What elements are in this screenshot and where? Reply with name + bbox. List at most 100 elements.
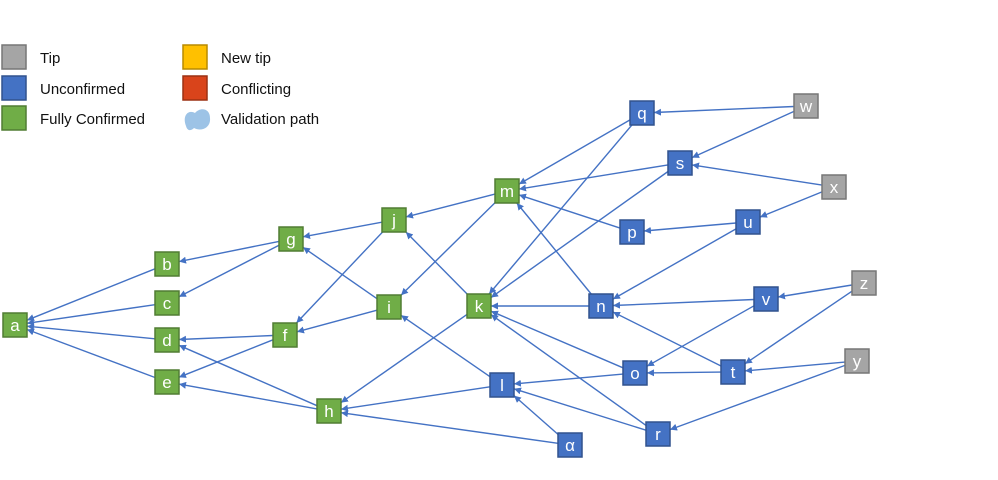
- edge-z-to-t: [744, 290, 853, 365]
- node-box-d: [154, 327, 180, 353]
- edge-e-to-a: [26, 328, 156, 379]
- node-label-e: e: [162, 373, 171, 392]
- legend-item-tip: Tip: [1, 44, 60, 70]
- node-box-i: [376, 294, 402, 320]
- edge-t-to-n: [612, 311, 722, 367]
- node-box-b: [154, 251, 180, 277]
- node-label-s: s: [676, 154, 685, 173]
- node-label-g: g: [286, 230, 295, 249]
- edge-alpha-to-h: [340, 410, 559, 444]
- edge-x-to-s: [691, 162, 823, 186]
- node-label-t: t: [731, 363, 736, 382]
- node-d[interactable]: d: [154, 327, 180, 353]
- node-box-s: [667, 150, 693, 176]
- node-box-n: [588, 293, 614, 319]
- edge-s-to-k: [490, 170, 669, 299]
- node-box-c: [154, 290, 180, 316]
- node-box-w: [793, 93, 819, 119]
- node-e[interactable]: e: [154, 369, 180, 395]
- node-label-w: w: [799, 97, 813, 116]
- node-c[interactable]: c: [154, 290, 180, 316]
- legend-label: Conflicting: [221, 81, 291, 98]
- legend-label: New tip: [221, 50, 271, 67]
- node-box-f: [272, 322, 298, 348]
- edge-k-to-h: [340, 313, 468, 404]
- node-q[interactable]: q: [629, 100, 655, 126]
- node-f[interactable]: f: [272, 322, 298, 348]
- node-label-v: v: [762, 290, 771, 309]
- node-box-j: [381, 207, 407, 233]
- node-t[interactable]: t: [720, 359, 746, 385]
- edge-g-to-b: [178, 240, 280, 264]
- node-label-r: r: [655, 425, 661, 444]
- node-o[interactable]: o: [622, 360, 648, 386]
- node-u[interactable]: u: [735, 209, 761, 235]
- edge-t-to-o: [646, 369, 722, 377]
- edge-u-to-p: [643, 222, 737, 234]
- legend-item-unconfirmed: Unconfirmed: [1, 75, 125, 101]
- edge-v-to-o: [646, 305, 755, 367]
- node-label-i: i: [387, 298, 391, 317]
- legend-item-new-tip: New tip: [182, 44, 271, 70]
- legend-swatch-confirmed: [1, 105, 27, 131]
- edge-w-to-q: [653, 105, 795, 116]
- edge-i-to-f: [296, 309, 378, 334]
- node-p[interactable]: p: [619, 219, 645, 245]
- node-n[interactable]: n: [588, 293, 614, 319]
- node-s[interactable]: s: [667, 150, 693, 176]
- edge-i-to-g: [302, 246, 378, 300]
- node-w[interactable]: w: [793, 93, 819, 119]
- node-z[interactable]: z: [851, 270, 877, 296]
- legend-label: Fully Confirmed: [40, 111, 145, 128]
- edge-f-to-e: [178, 339, 274, 378]
- edge-r-to-k: [490, 314, 647, 426]
- edge-k-to-j: [405, 231, 468, 295]
- node-v[interactable]: v: [753, 286, 779, 312]
- edge-z-to-v: [777, 284, 853, 300]
- legend-swatch-conflicting: [182, 75, 208, 101]
- node-g[interactable]: g: [278, 226, 304, 252]
- node-label-n: n: [596, 297, 605, 316]
- edge-o-to-l: [513, 373, 624, 387]
- edge-x-to-u: [759, 191, 823, 218]
- node-label-q: q: [637, 104, 646, 123]
- node-alpha[interactable]: α: [557, 432, 583, 458]
- edges: [26, 105, 853, 444]
- edge-y-to-r: [669, 364, 846, 431]
- edge-y-to-t: [744, 361, 846, 374]
- node-k[interactable]: k: [466, 293, 492, 319]
- node-box-x: [821, 174, 847, 200]
- node-x[interactable]: x: [821, 174, 847, 200]
- node-box-l: [489, 372, 515, 398]
- node-box-o: [622, 360, 648, 386]
- node-label-j: j: [391, 211, 396, 230]
- node-box-h: [316, 398, 342, 424]
- legend-swatch-tip: [1, 44, 27, 70]
- edge-alpha-to-l: [513, 395, 559, 435]
- legend-item-conflicting: Conflicting: [182, 75, 291, 101]
- node-label-b: b: [162, 255, 171, 274]
- edge-h-to-d: [178, 344, 318, 407]
- edge-s-to-m: [518, 164, 669, 192]
- node-a[interactable]: a: [2, 312, 28, 338]
- node-y[interactable]: y: [844, 348, 870, 374]
- node-r[interactable]: r: [645, 421, 671, 447]
- node-box-t: [720, 359, 746, 385]
- node-label-a: a: [10, 316, 20, 335]
- validation-path-swatch-icon: [184, 109, 211, 131]
- node-label-d: d: [162, 331, 171, 350]
- node-i[interactable]: i: [376, 294, 402, 320]
- node-h[interactable]: h: [316, 398, 342, 424]
- node-l[interactable]: l: [489, 372, 515, 398]
- node-label-o: o: [630, 364, 639, 383]
- edge-u-to-n: [612, 228, 737, 300]
- node-j[interactable]: j: [381, 207, 407, 233]
- node-b[interactable]: b: [154, 251, 180, 277]
- node-m[interactable]: m: [494, 178, 520, 204]
- node-box-r: [645, 421, 671, 447]
- edge-p-to-m: [518, 193, 621, 229]
- edge-q-to-m: [518, 119, 631, 185]
- edge-r-to-l: [513, 387, 647, 431]
- node-label-m: m: [500, 182, 514, 201]
